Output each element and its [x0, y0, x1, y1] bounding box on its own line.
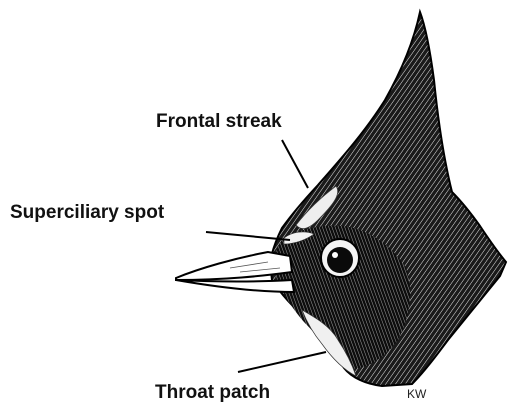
- lower-beak: [176, 280, 294, 292]
- leader-frontal-streak: [282, 140, 308, 188]
- artist-signature: KW: [407, 388, 426, 400]
- eye: [327, 247, 353, 273]
- label-frontal-streak: Frontal streak: [156, 112, 282, 131]
- label-throat-patch: Throat patch: [155, 383, 270, 402]
- leader-throat-patch: [238, 352, 326, 372]
- label-superciliary-spot: Superciliary spot: [10, 203, 164, 222]
- eye-highlight: [332, 252, 338, 258]
